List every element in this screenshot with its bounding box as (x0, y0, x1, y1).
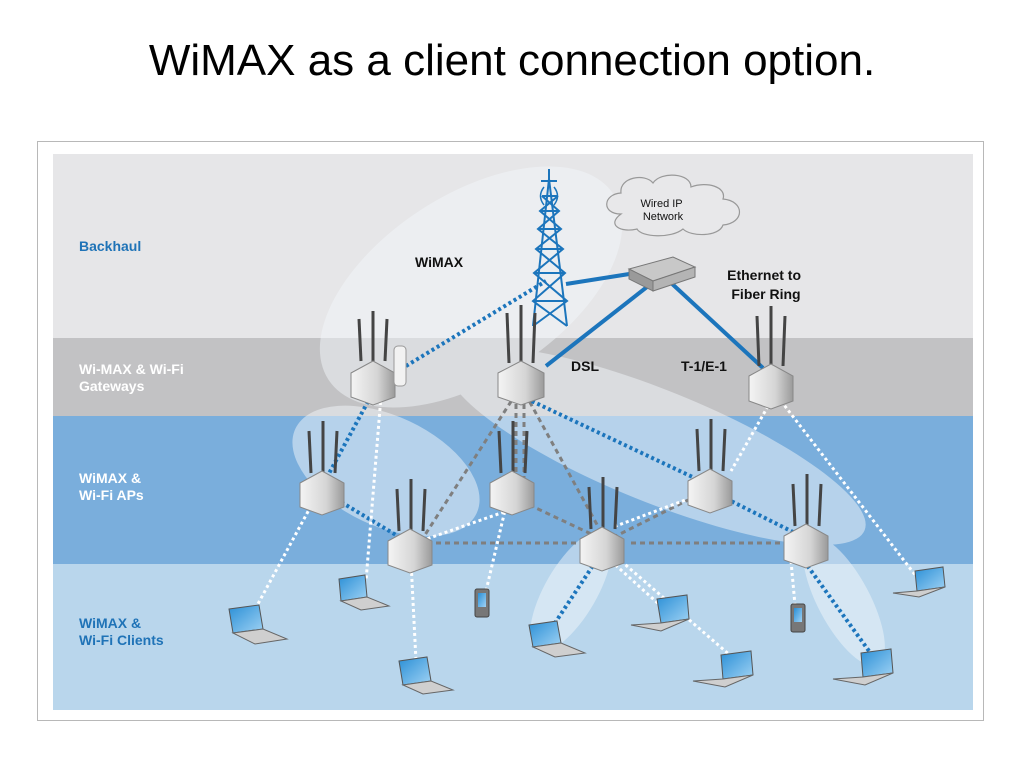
ap-1 (299, 421, 345, 516)
network-diagram: Backhaul Wi-MAX & Wi-Fi Gateways WiMAX &… (53, 154, 973, 710)
client-laptop-3 (398, 656, 455, 695)
wimax-tower (531, 169, 569, 327)
label-dsl: DSL (571, 358, 599, 374)
client-laptop-4 (528, 620, 587, 658)
ap-2 (489, 421, 535, 516)
network-switch (627, 256, 697, 292)
client-laptop-1 (228, 604, 289, 645)
ap-6 (783, 474, 829, 569)
band-label-backhaul: Backhaul (79, 238, 141, 254)
gateway-left (350, 311, 407, 406)
ap-3 (687, 419, 733, 514)
label-ethernet-fiber: Ethernet to Fiber Ring (727, 267, 805, 302)
mesh-coverage-highlight (446, 347, 866, 545)
svg-text:Wired IP Network: Wired IP Network (640, 198, 685, 223)
client-laptop-7 (832, 648, 894, 686)
label-t1e1: T-1/E-1 (681, 358, 727, 374)
diagram-frame: Backhaul Wi-MAX & Wi-Fi Gateways WiMAX &… (37, 141, 984, 721)
gateway-right (748, 306, 794, 410)
client-laptop-8 (892, 566, 946, 598)
slide-title: WiMAX as a client connection option. (148, 36, 876, 85)
client-coverage-highlight-right (803, 536, 885, 666)
client-laptop-2 (338, 574, 391, 611)
client-pda-1 (474, 588, 490, 618)
label-wimax: WiMAX (415, 254, 464, 270)
wired-ip-network-cloud: Wired IP Network (606, 174, 740, 237)
client-laptop-6 (692, 650, 754, 688)
ap-5 (579, 477, 625, 572)
ap-4 (387, 479, 433, 574)
band-label-gateways: Wi-MAX & Wi-Fi Gateways (79, 361, 188, 394)
client-laptop-5 (630, 594, 690, 632)
band-label-clients: WiMAX & Wi-Fi Clients (79, 615, 164, 648)
gateway-center (497, 305, 545, 406)
band-label-aps: WiMAX & Wi-Fi APs (79, 470, 145, 503)
client-pda-2 (790, 603, 806, 633)
